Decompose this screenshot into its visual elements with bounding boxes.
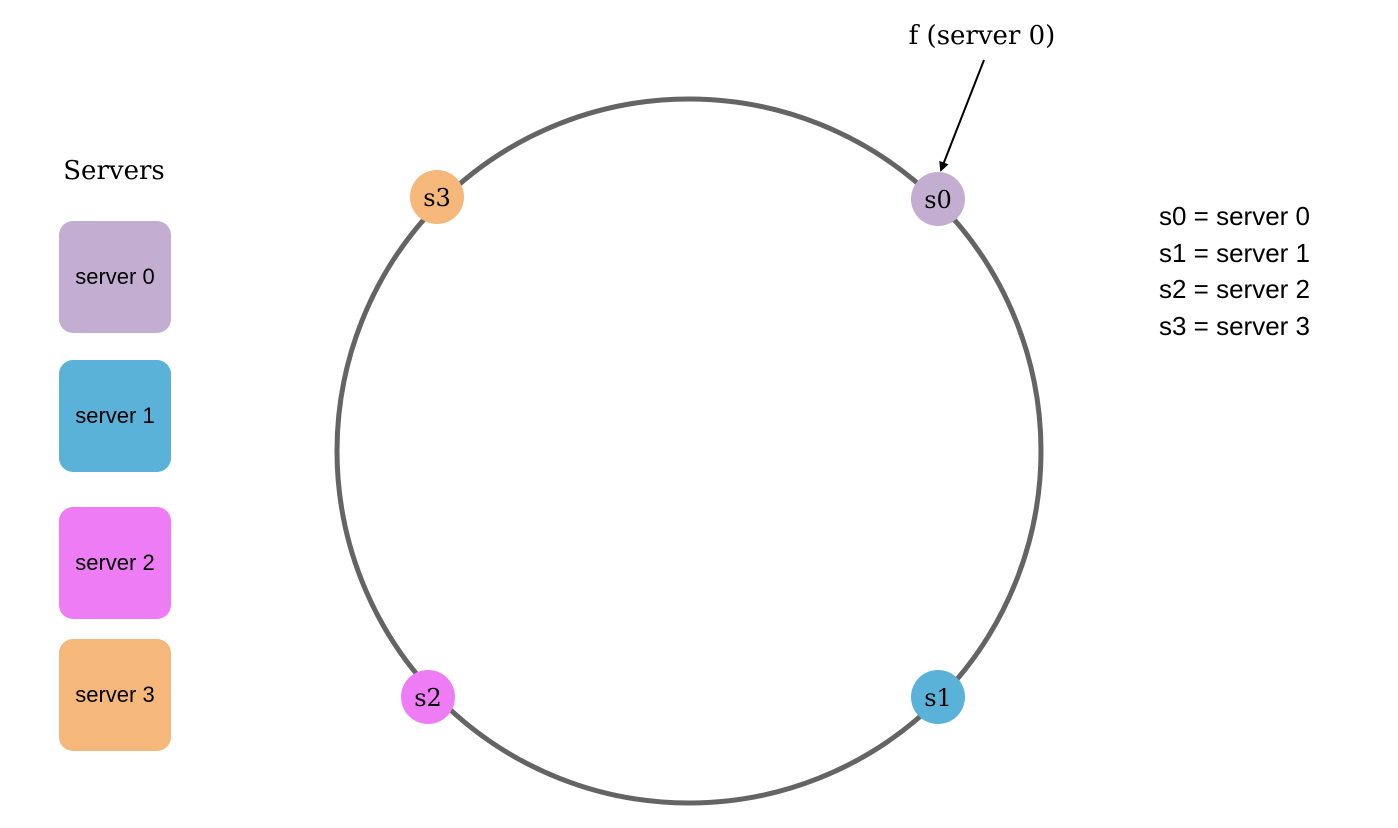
- server-box-2: server 2: [59, 507, 171, 619]
- ring-node-s2: s2: [401, 670, 455, 724]
- legend-line: s1 = server 1: [1159, 237, 1311, 268]
- server-box-label: server 3: [75, 682, 155, 707]
- ring-node-circle: [911, 172, 965, 226]
- ring-node-s3: s3: [410, 170, 464, 224]
- legend-line: s3 = server 3: [1159, 310, 1311, 341]
- server-box-label: server 2: [75, 550, 155, 575]
- ring-node-label: s2: [414, 684, 442, 712]
- hash-ring: [334, 96, 1044, 806]
- ring-node-circle: [401, 670, 455, 724]
- annotation-label: f (server 0): [909, 21, 1056, 51]
- ring-node-s0: s0: [911, 172, 965, 226]
- server-box-1: server 1: [59, 360, 171, 472]
- legend-line: s0 = server 0: [1159, 201, 1311, 231]
- server-box-label: server 1: [75, 403, 155, 428]
- server-box-3: server 3: [59, 639, 171, 751]
- ring-node-label: s3: [423, 184, 451, 212]
- server-box-label: server 0: [75, 264, 155, 289]
- ring-node-circle: [410, 170, 464, 224]
- legend: s0 = server 0 s1 = server 1 s2 = server …: [1159, 198, 1310, 344]
- server-box-0: server 0: [59, 221, 171, 333]
- ring-node-label: s1: [924, 684, 952, 712]
- ring-node-s1: s1: [911, 670, 965, 724]
- ring-node-circle: [911, 670, 965, 724]
- servers-title: Servers: [63, 156, 165, 186]
- annotation-arrow: [939, 59, 985, 172]
- ring-node-label: s0: [924, 186, 952, 214]
- legend-line: s2 = server 2: [1159, 274, 1311, 304]
